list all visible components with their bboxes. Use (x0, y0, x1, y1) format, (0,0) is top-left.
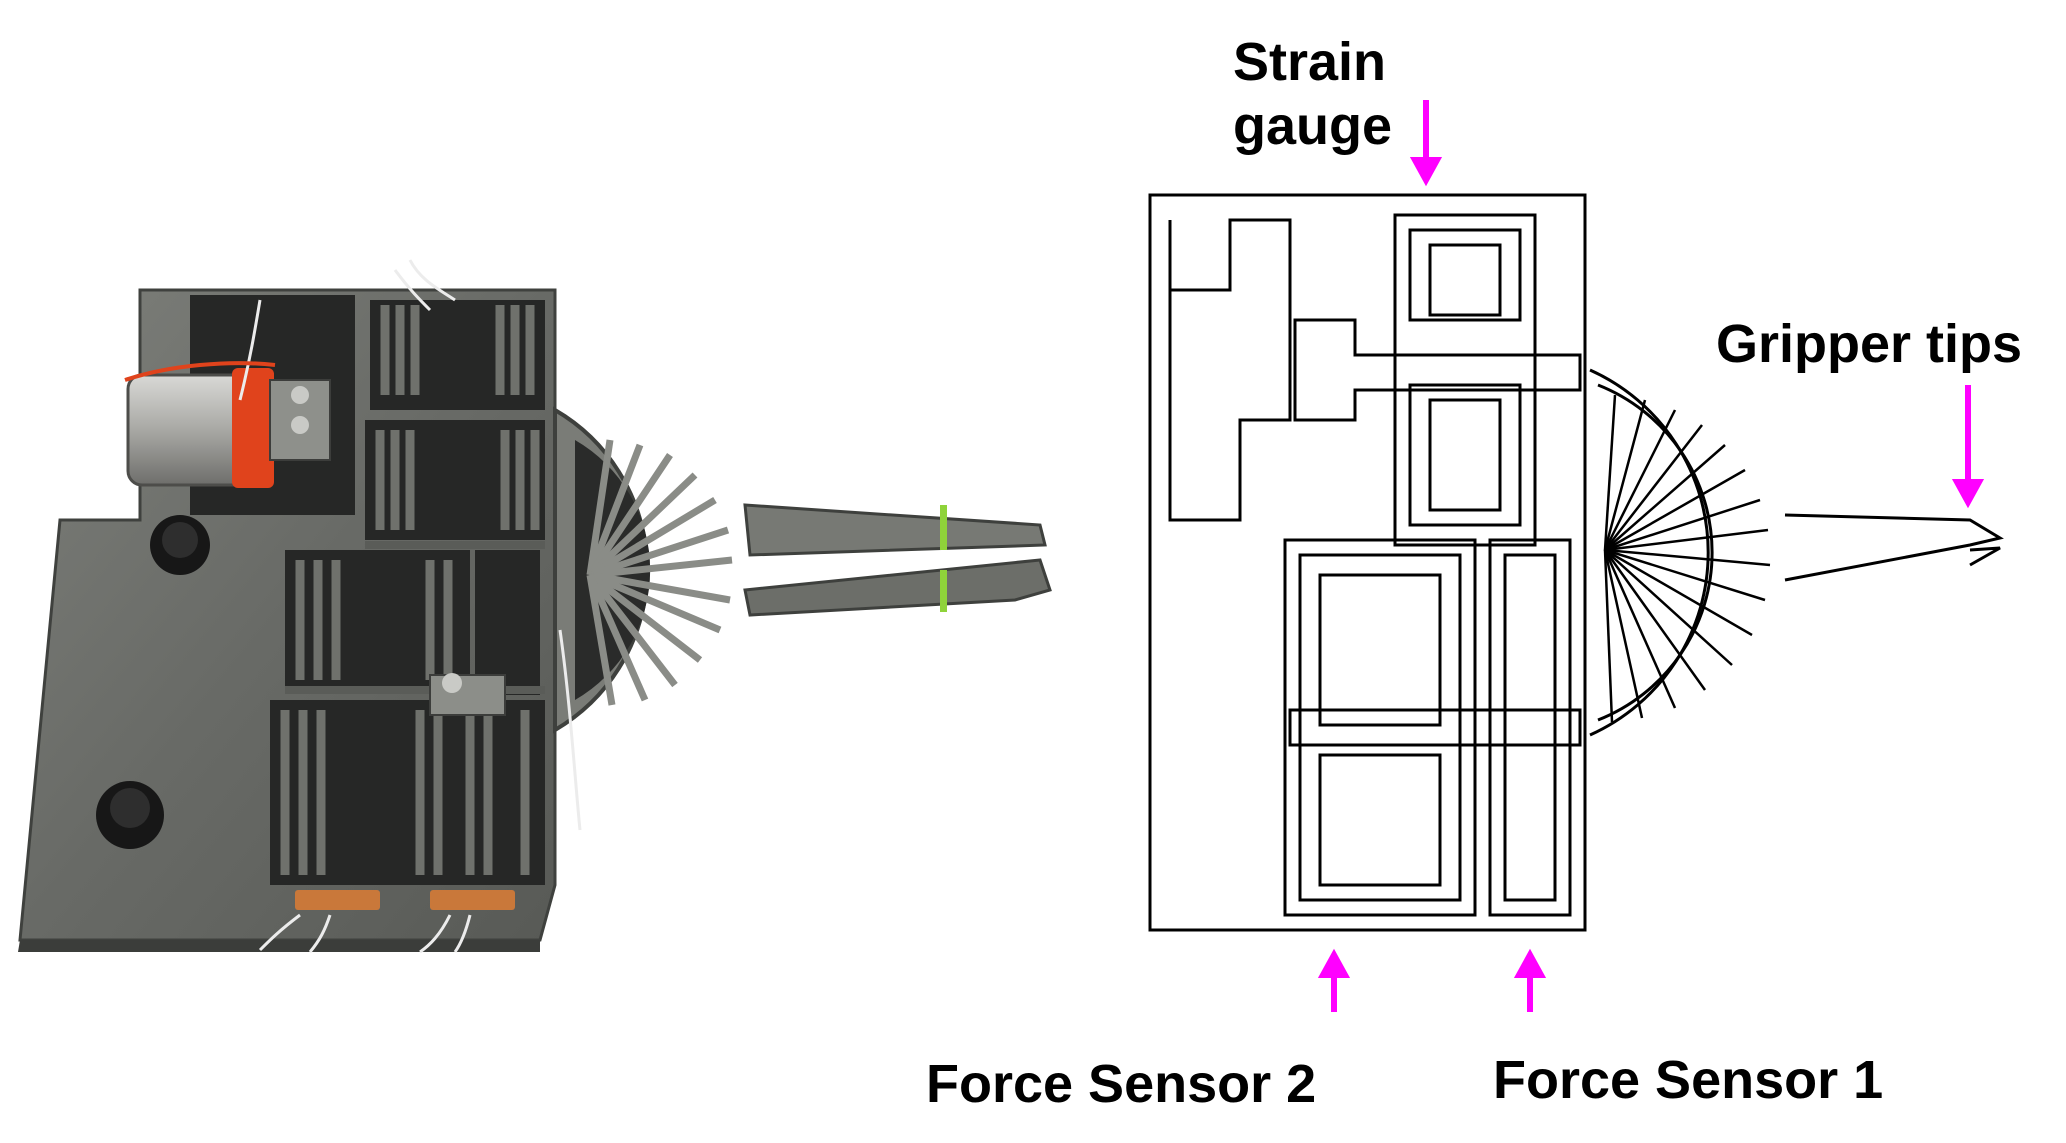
force-sensor-1-arrow (1513, 948, 1547, 978)
flexure-block-bottom-left (1283, 538, 1477, 917)
strain-gauge-label-line2: gauge (1233, 96, 1393, 156)
gripper-tips-label: Gripper tips (1716, 314, 2023, 374)
schematic-gripper-tips (1784, 513, 2004, 582)
schematic-amplifier (1589, 368, 1710, 737)
gripper-photo (18, 259, 1052, 954)
schematic-drawing (1148, 100, 2004, 1012)
force-sensor-2-arrow (1317, 948, 1351, 978)
gripper-photo-illustration (18, 259, 1052, 954)
flexure-block-bottom-right (1488, 538, 1572, 917)
actuator-motor (126, 373, 250, 487)
flexure-fins (280, 305, 540, 875)
gripper-jaw-upper (743, 503, 1047, 557)
strain-gauge-label-line1: Strain (1233, 32, 1387, 92)
schematic-frame (1148, 193, 1587, 932)
schematic-amplifier-blades (1603, 394, 1771, 723)
marker-band-lower (940, 570, 947, 612)
force-sensor-1-label: Force Sensor 1 (1493, 1050, 1884, 1110)
marker-band-upper (940, 505, 947, 550)
flexure-block-top (1393, 213, 1537, 547)
mounting-knobs (96, 515, 210, 849)
force-sensor-2-label: Force Sensor 2 (926, 1054, 1317, 1114)
amplifier-blades (586, 439, 733, 706)
gripper-jaw-lower (743, 558, 1052, 617)
coil (232, 368, 274, 488)
strain-gauge-pads (295, 890, 515, 910)
gripper-schematic (1090, 0, 2066, 1143)
gripper-tips-arrow (1951, 479, 1985, 509)
strain-gauge-label: Strain gauge (1233, 30, 1392, 158)
strain-gauge-arrow (1409, 157, 1443, 187)
cables (238, 259, 582, 954)
